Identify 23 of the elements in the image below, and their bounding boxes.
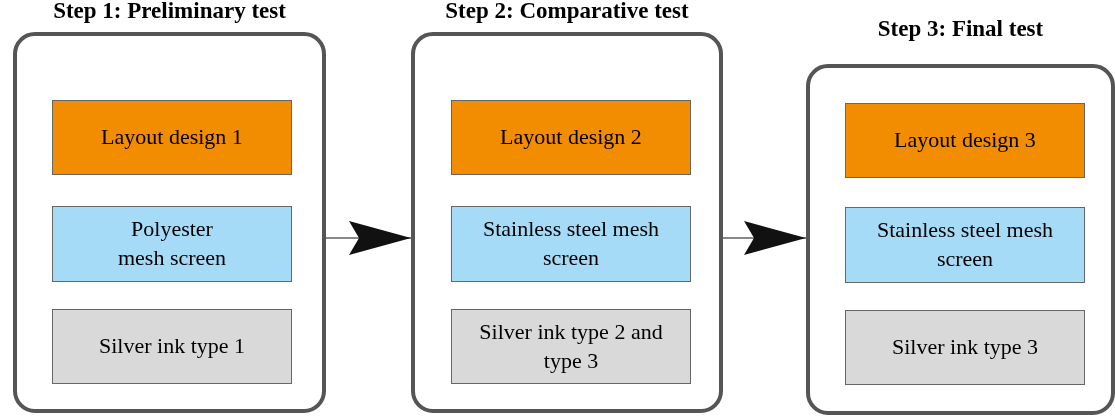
step-heading: Step 3: Final test (876, 16, 1045, 42)
box-label: Polyester mesh screen (116, 215, 228, 272)
mesh-screen-box (451, 206, 691, 282)
box-label: Stainless steel mesh screen (482, 215, 660, 272)
ink-box (52, 309, 292, 384)
ink-box (845, 310, 1085, 385)
box-label: Silver ink type 1 (97, 332, 246, 361)
box-label: Silver ink type 2 and type 3 (478, 317, 664, 375)
box-label: Layout design 2 (499, 123, 643, 152)
ink-box (451, 309, 691, 384)
mesh-screen-box (845, 207, 1085, 283)
layout-box (52, 100, 292, 175)
layout-box (845, 103, 1085, 178)
arrow (722, 221, 807, 255)
box-label: Layout design 1 (100, 123, 244, 152)
layout-box (451, 100, 691, 175)
mesh-screen-box (52, 206, 292, 282)
step-heading: Step 2: Comparative test (444, 0, 690, 24)
box-label: Layout design 3 (893, 126, 1037, 155)
box-label: Stainless steel mesh screen (876, 216, 1054, 273)
step-heading: Step 1: Preliminary test (52, 0, 287, 24)
arrow (325, 221, 412, 255)
box-label: Silver ink type 3 (890, 333, 1039, 362)
